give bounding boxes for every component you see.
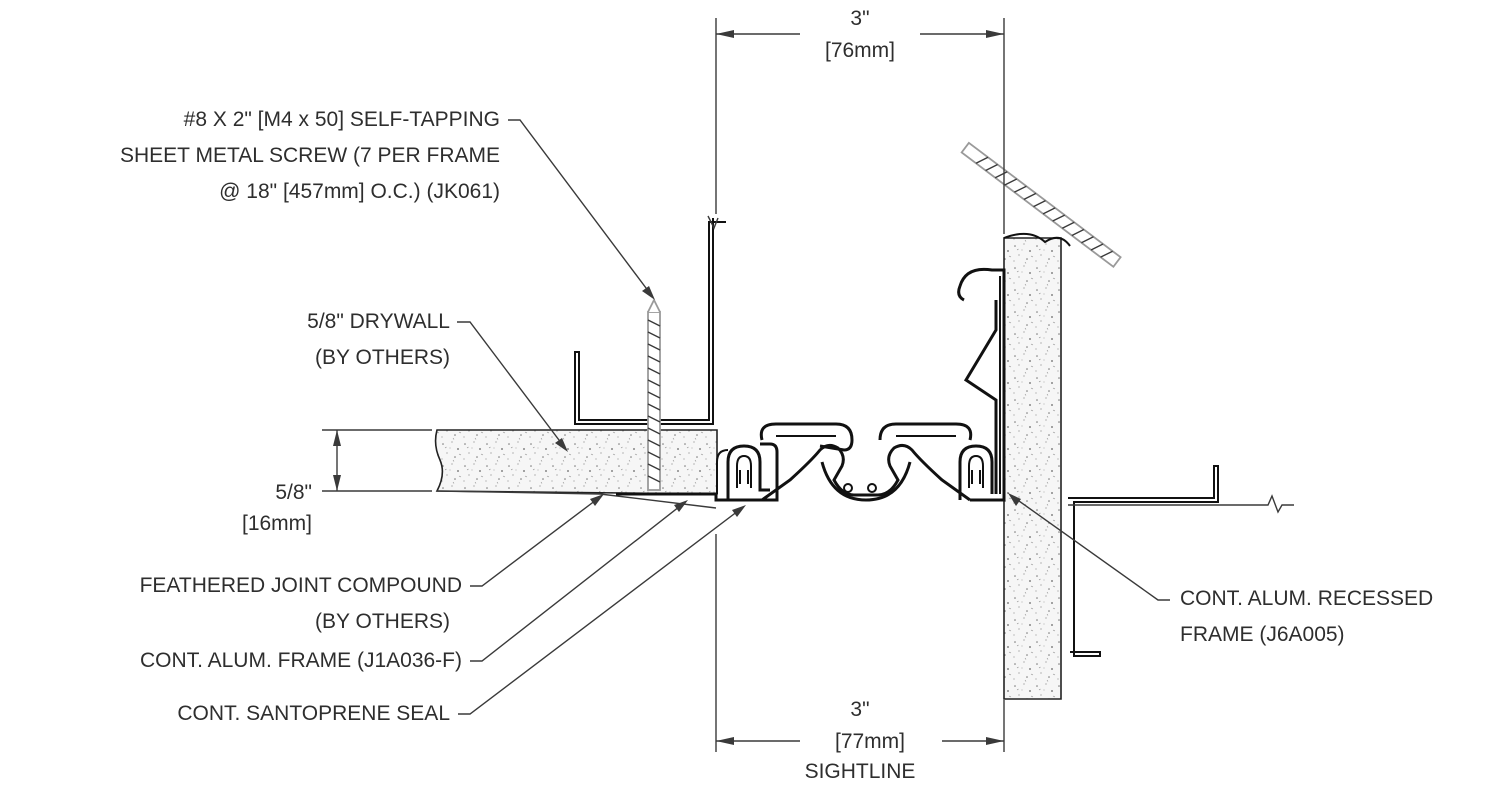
- drywall-callout-line-2: (BY OTHERS): [315, 346, 450, 369]
- joint-compound-callout-line-2: (BY OTHERS): [315, 610, 450, 633]
- drywall-leader-arrow: [555, 438, 568, 452]
- thickness-dimension-imperial: 5/8": [275, 481, 312, 504]
- seal-callout: CONT. SANTOPRENE SEAL: [177, 702, 450, 725]
- alum-frame-leader: [470, 502, 685, 662]
- joint-compound-leader-arrow: [590, 494, 604, 506]
- right-recessed-frame: [957, 267, 1006, 502]
- bottom-dimension-imperial: 3": [850, 698, 870, 721]
- bottom-dimension-sightline: SIGHTLINE: [804, 760, 916, 783]
- right-stud-runner: [1068, 494, 1294, 514]
- screw-callout-line-3: @ 18" [457mm] O.C.) (JK061): [219, 180, 500, 203]
- screw-leader: [508, 119, 653, 297]
- top-dimension-metric: [76mm]: [824, 39, 895, 62]
- bottom-dimension-metric: [77mm]: [834, 730, 905, 753]
- recessed-frame-callout-line-2: FRAME (J6A005): [1180, 623, 1345, 646]
- screw-callout-line-2: SHEET METAL SCREW (7 PER FRAME: [120, 144, 500, 167]
- drywall-leader: [457, 321, 566, 449]
- recessed-frame-leader: [1011, 495, 1170, 601]
- joint-compound-line: [436, 490, 717, 509]
- recessed-frame-callout-line-1: CONT. ALUM. RECESSED: [1180, 587, 1434, 610]
- alum-frame-callout: CONT. ALUM. FRAME (J1A036-F): [139, 649, 462, 672]
- thickness-arrow-bottom: [333, 475, 341, 491]
- joint-compound-leader: [470, 496, 601, 587]
- left-metal-stud: [574, 218, 726, 425]
- screw-leader-arrow: [642, 286, 655, 300]
- bottom-arrow-right: [986, 737, 1004, 745]
- alum-frame-leader-arrow: [674, 500, 688, 512]
- right-metal-stud: [1068, 465, 1219, 657]
- seal-leader-arrow: [732, 505, 746, 517]
- right-drywall-top-break: [1003, 232, 1071, 247]
- top-arrow-left: [716, 30, 734, 38]
- joint-compound-callout-line-1: FEATHERED JOINT COMPOUND: [139, 574, 462, 597]
- drywall-callout-line-1: 5/8" DRYWALL: [307, 310, 450, 333]
- left-aluminum-frame: [616, 442, 779, 502]
- recessed-frame-leader-arrow: [1008, 493, 1021, 506]
- screw-callout-line-1: #8 X 2" [M4 x 50] SELF-TAPPING: [183, 108, 500, 131]
- right-drywall-wall: [1003, 237, 1062, 700]
- left-stud-break: [707, 215, 719, 230]
- seal-leader: [458, 507, 743, 715]
- right-screw: [960, 141, 1122, 269]
- top-arrow-right: [986, 30, 1004, 38]
- thickness-dimension-metric: [16mm]: [241, 512, 312, 535]
- top-dimension-imperial: 3": [850, 7, 870, 30]
- santoprene-seal: [759, 422, 973, 502]
- left-drywall-board: [434, 429, 718, 495]
- bottom-arrow-left: [716, 737, 734, 745]
- left-screw: [628, 297, 676, 496]
- thickness-arrow-top: [333, 430, 341, 446]
